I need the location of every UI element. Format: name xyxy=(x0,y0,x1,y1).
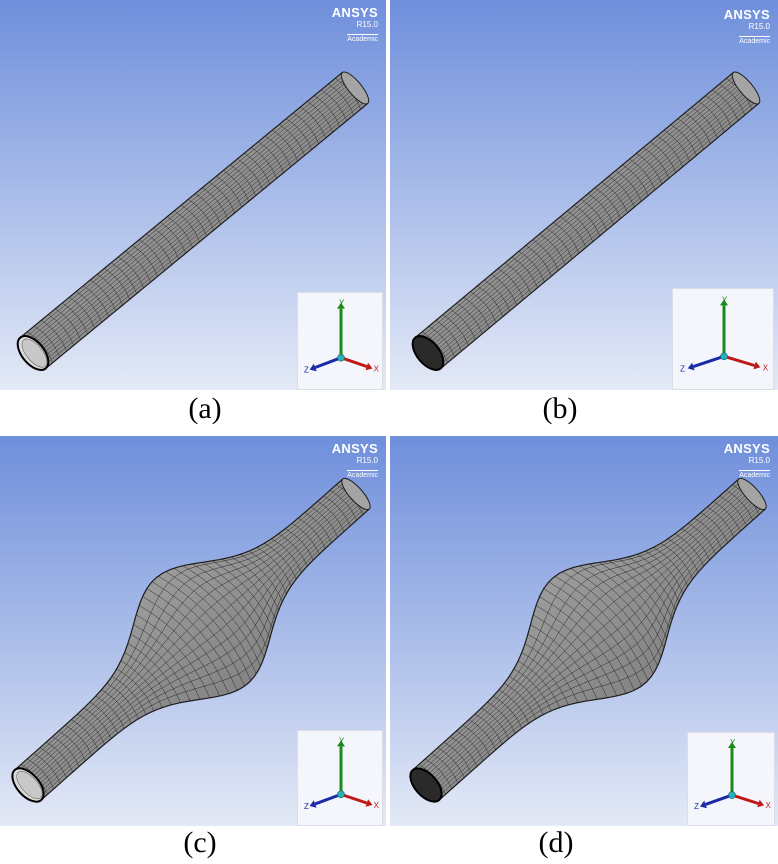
x-axis-label: X xyxy=(374,801,380,810)
axis-triad: Y X Z xyxy=(297,292,383,390)
panel-b: ANSYS R15.0 Academic Y X Z xyxy=(390,0,778,390)
y-axis-head xyxy=(337,740,345,747)
z-axis-label: Z xyxy=(680,365,685,374)
z-axis-head xyxy=(309,363,317,372)
outlet-end xyxy=(731,71,761,105)
z-axis-head xyxy=(309,800,317,808)
ansys-logo: ANSYS R15.0 Academic xyxy=(331,5,378,43)
mesh-lines xyxy=(417,478,766,796)
inlet-lumen xyxy=(21,338,48,368)
z-axis-label: Z xyxy=(694,802,699,811)
caption-b: (b) xyxy=(542,392,578,425)
outlet-end xyxy=(341,477,371,511)
caption-c: (c) xyxy=(183,826,217,859)
y-axis-head xyxy=(728,742,736,749)
x-axis-arrow xyxy=(340,792,368,805)
y-axis-label: Y xyxy=(722,295,728,304)
x-axis-arrow xyxy=(723,354,756,367)
ansys-logo: ANSYS R15.0 Academic xyxy=(331,441,378,479)
z-axis-arrow xyxy=(705,793,733,806)
x-axis-label: X xyxy=(374,364,380,373)
panel-a: ANSYS R15.0 Academic Y X Z xyxy=(0,0,386,390)
caption-a: (a) xyxy=(188,392,222,425)
ansys-logo: ANSYS R15.0 Academic xyxy=(723,441,770,479)
z-axis-label: Z xyxy=(304,365,309,374)
y-axis-label: Y xyxy=(339,299,345,308)
caption-d: (d) xyxy=(538,826,574,859)
ansys-logo: ANSYS R15.0 Academic xyxy=(723,7,770,45)
mesh-lines xyxy=(25,72,369,364)
z-axis-arrow xyxy=(314,356,342,369)
z-axis-label: Z xyxy=(304,802,309,811)
z-axis-arrow xyxy=(692,354,725,368)
y-axis-head xyxy=(720,299,728,306)
viewport-a xyxy=(0,0,386,390)
triad-origin xyxy=(720,352,728,361)
x-axis-arrow xyxy=(340,356,368,368)
x-axis-head xyxy=(757,799,765,808)
y-axis-head xyxy=(337,302,345,309)
x-axis-arrow xyxy=(731,793,759,805)
outlet-end xyxy=(340,71,370,105)
axis-triad: Y X Z xyxy=(672,288,774,390)
y-axis-label: Y xyxy=(339,736,345,745)
outlet-end xyxy=(737,477,767,511)
z-axis-arrow xyxy=(314,792,342,806)
x-axis-head xyxy=(365,362,373,371)
mesh-lines xyxy=(419,72,760,364)
z-axis-head xyxy=(687,362,695,371)
inlet-lumen xyxy=(16,771,43,800)
viewport-d xyxy=(390,436,778,826)
triad-origin xyxy=(728,791,736,799)
axis-triad: Y X Z xyxy=(297,730,383,826)
inlet-end xyxy=(409,767,443,803)
x-axis-head xyxy=(365,799,373,807)
x-axis-label: X xyxy=(763,364,769,373)
panel-d: ANSYS R15.0 Academic Y X Z xyxy=(390,436,778,826)
x-axis-label: X xyxy=(765,801,771,810)
axis-triad: Y X Z xyxy=(687,732,775,826)
triad-origin xyxy=(337,790,345,799)
triad-origin xyxy=(337,353,345,362)
inlet-end xyxy=(411,335,445,371)
panel-c: ANSYS R15.0 Academic Y X Z xyxy=(0,436,386,826)
y-axis-label: Y xyxy=(730,738,736,747)
z-axis-head xyxy=(699,800,707,809)
